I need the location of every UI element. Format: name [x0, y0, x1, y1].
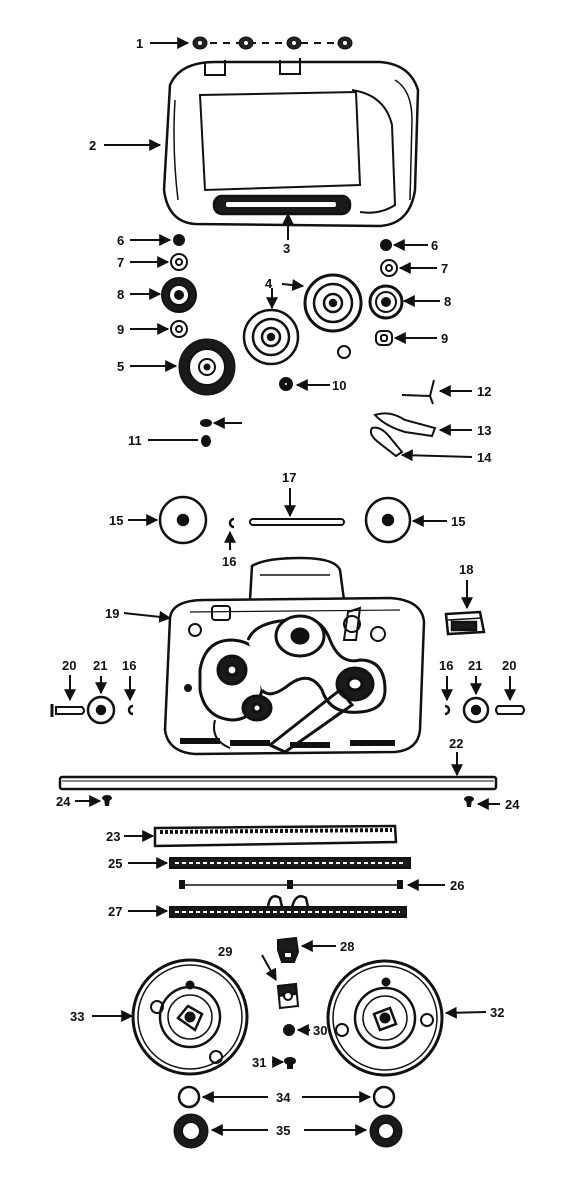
part-30-washer — [283, 1024, 295, 1036]
part-27-strip — [169, 895, 407, 918]
callout-34: 34 — [276, 1090, 291, 1105]
part-32-wheel — [326, 959, 444, 1077]
callout-9-left: 9 — [117, 322, 124, 337]
callout-18: 18 — [459, 562, 473, 577]
callout-1: 1 — [136, 36, 143, 51]
callout-6-left: 6 — [117, 233, 124, 248]
part-25-strip — [169, 857, 411, 869]
part-16-clip-top — [228, 517, 235, 529]
callout-20-right: 20 — [502, 658, 516, 673]
part-35-rings — [173, 1113, 403, 1149]
part-4-gears — [242, 273, 363, 366]
callout-11: 11 — [128, 433, 142, 448]
part-34-rings — [177, 1085, 396, 1109]
part-13-lever — [373, 412, 437, 438]
callout-8-right: 8 — [444, 294, 451, 309]
part-7-washers — [170, 253, 398, 277]
callout-29: 29 — [218, 944, 232, 959]
callout-27: 27 — [108, 904, 122, 919]
callout-16-right: 16 — [439, 658, 453, 673]
callout-32: 32 — [490, 1005, 504, 1020]
callout-21-right: 21 — [468, 658, 482, 673]
callout-2: 2 — [89, 138, 96, 153]
callout-19: 19 — [105, 606, 119, 621]
callout-labels: 1 2 3 4 5 6 6 7 7 8 8 9 9 10 11 12 13 14… — [56, 36, 520, 1138]
callout-31: 31 — [252, 1055, 266, 1070]
callout-20-left: 20 — [62, 658, 76, 673]
part-28-bracket — [277, 936, 300, 963]
callout-13: 13 — [477, 423, 491, 438]
part-18-block — [444, 610, 486, 636]
callout-4: 4 — [265, 276, 273, 291]
callout-21-left: 21 — [93, 658, 107, 673]
callout-25: 25 — [108, 856, 122, 871]
part-14-lever — [369, 426, 404, 458]
callout-7-right: 7 — [441, 261, 448, 276]
part-26-screws — [179, 880, 403, 889]
part-9-washers — [170, 320, 393, 346]
callout-3: 3 — [283, 241, 290, 256]
part-23-strip — [153, 824, 398, 848]
callout-15-right: 15 — [451, 514, 465, 529]
leader-arrows — [64, 37, 516, 1136]
part-11-clips — [200, 419, 212, 447]
callout-5: 5 — [117, 359, 124, 374]
part-20-pins — [50, 704, 525, 717]
part-21-rollers — [86, 695, 490, 725]
part-22-bar — [58, 775, 498, 791]
callout-35: 35 — [276, 1123, 290, 1138]
callout-23: 23 — [106, 829, 120, 844]
part-17-shaft — [249, 518, 345, 526]
callout-16-top: 16 — [222, 554, 236, 569]
callout-10: 10 — [332, 378, 346, 393]
part-16-clips-side — [127, 704, 451, 716]
part-5-gear — [178, 338, 236, 396]
callout-7-left: 7 — [117, 255, 124, 270]
part-24-screws — [102, 795, 474, 807]
callout-14: 14 — [477, 450, 492, 465]
callout-26: 26 — [450, 878, 464, 893]
callout-17: 17 — [282, 470, 296, 485]
callout-33: 33 — [70, 1009, 84, 1024]
callout-30: 30 — [313, 1023, 327, 1038]
part-2-housing-cover — [162, 58, 420, 228]
part-15-rollers — [158, 495, 412, 545]
callout-24-left: 24 — [56, 794, 71, 809]
part-19-chassis — [163, 556, 426, 756]
part-31-screw — [284, 1057, 296, 1069]
callout-16-left: 16 — [122, 658, 136, 673]
part-10-washers — [279, 345, 351, 391]
callout-22: 22 — [449, 736, 463, 751]
callout-12: 12 — [477, 384, 491, 399]
part-33-wheel — [131, 958, 249, 1076]
callout-28: 28 — [340, 939, 354, 954]
callout-24-right: 24 — [505, 797, 520, 812]
part-6-washers — [173, 234, 392, 251]
part-8-gears — [161, 277, 404, 320]
part-29-bracket — [276, 982, 300, 1010]
callout-15-left: 15 — [109, 513, 123, 528]
callout-9-right: 9 — [441, 331, 448, 346]
callout-6-right: 6 — [431, 238, 438, 253]
callout-8-left: 8 — [117, 287, 124, 302]
part-1-grommets — [192, 36, 353, 50]
part-12-lever — [401, 379, 435, 405]
